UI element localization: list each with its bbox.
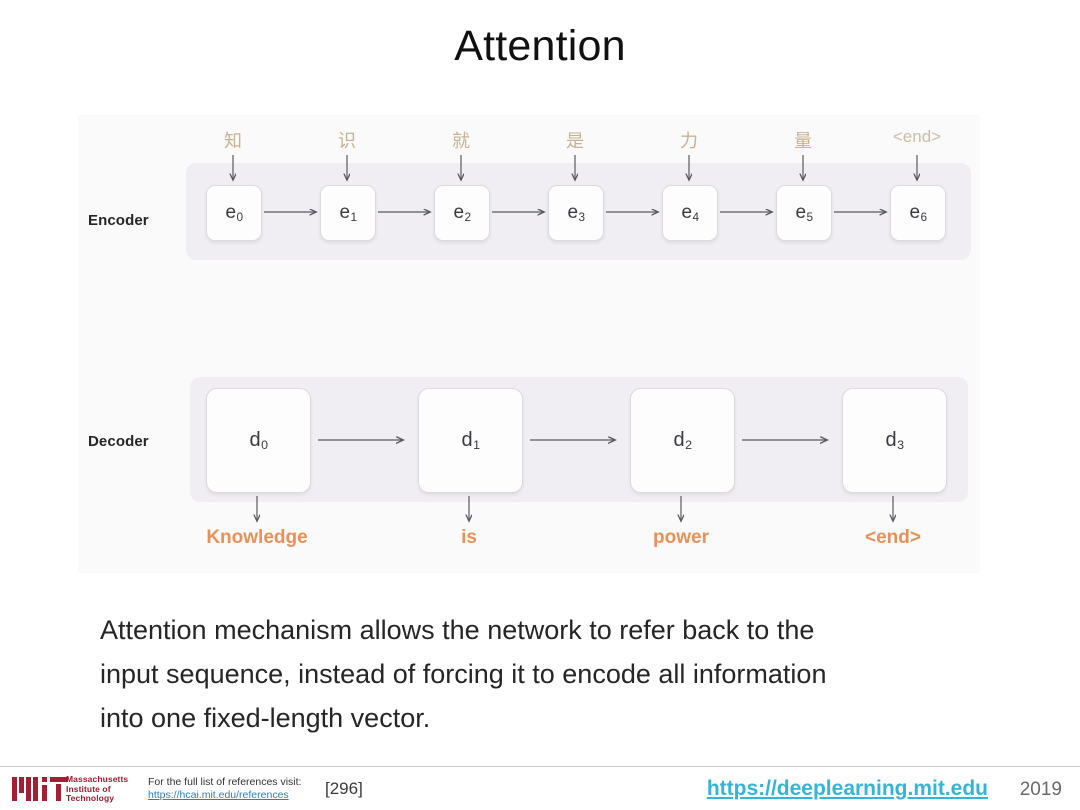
encoder-cell-0-sub: 0 [236, 210, 244, 224]
year-label: 2019 [1019, 779, 1062, 800]
input-token-3: 是 [566, 131, 584, 152]
output-token-1: is [461, 527, 477, 548]
decoder-cell-0-label: d [249, 429, 261, 451]
encoder-cell-2-sub: 2 [464, 210, 472, 224]
encoder-cell-3-sub: 3 [578, 210, 586, 224]
encoder-row-label: Encoder [88, 212, 149, 229]
decoder-cell-2-sub: 2 [685, 437, 693, 452]
encoder-input-arrows [78, 155, 980, 573]
attention-diagram: Encoder Decoder 知 识 就 是 力 量 <end> [78, 115, 980, 573]
decoder-cell-1-label: d [461, 429, 473, 451]
input-token-6: <end> [892, 127, 942, 146]
encoder-cell-4-sub: 4 [692, 210, 700, 224]
mit-wordmark-line-1: Institute of [66, 783, 111, 794]
input-token-0: 知 [224, 131, 242, 152]
reference-block: For the full list of references visit: h… [148, 776, 301, 802]
body-line-0: Attention mechanism allows the network t… [100, 615, 815, 645]
encoder-cell-3-label: e [567, 202, 579, 223]
input-token-5: 量 [794, 131, 812, 152]
encoder-cell-5-label: e [795, 202, 807, 223]
decoder-cell-2-label: d [673, 429, 685, 451]
decoder-cell-0-sub: 0 [261, 437, 269, 452]
body-paragraph: Attention mechanism allows the network t… [100, 608, 1020, 740]
encoder-cell-6-sub: 6 [920, 210, 928, 224]
body-line-2: into one fixed-length vector. [100, 703, 431, 733]
input-token-4: 力 [680, 131, 698, 152]
mit-wordmark-line-0: Massachusetts [66, 774, 129, 784]
encoder-cell-1-sub: 1 [350, 210, 358, 224]
reference-link[interactable]: https://hcai.mit.edu/references [148, 789, 289, 801]
encoder-cell-1-label: e [339, 202, 351, 223]
footer-divider [0, 766, 1080, 767]
input-token-2: 就 [452, 131, 470, 152]
encoder-cell-5-sub: 5 [806, 210, 814, 224]
decoder-cell-1-sub: 1 [473, 437, 481, 452]
output-token-0: Knowledge [206, 527, 308, 548]
mit-wordmark-line-2: Technology [66, 793, 115, 803]
course-website-link[interactable]: https://deeplearning.mit.edu [706, 777, 988, 800]
encoder-cell-6-label: e [909, 202, 921, 223]
mit-logo-icon [12, 777, 68, 801]
encoder-cell-4-label: e [681, 202, 693, 223]
decoder-cell-3-sub: 3 [897, 437, 905, 452]
encoder-cell-2-label: e [453, 202, 465, 223]
output-token-2: power [653, 527, 709, 548]
output-token-3: <end> [865, 527, 921, 548]
body-line-1: input sequence, instead of forcing it to… [100, 659, 827, 689]
page-title: Attention [454, 22, 626, 70]
mit-wordmark: Massachusetts Institute of Technology [66, 774, 129, 804]
decoder-cell-3-label: d [885, 429, 897, 451]
input-token-1: 识 [338, 131, 356, 152]
decoder-row-label: Decoder [88, 433, 149, 450]
footer: Massachusetts Institute of Technology Fo… [0, 767, 1080, 810]
encoder-cell-0-label: e [225, 202, 237, 223]
reference-number: [296] [325, 779, 363, 798]
reference-note: For the full list of references visit: [148, 776, 302, 788]
